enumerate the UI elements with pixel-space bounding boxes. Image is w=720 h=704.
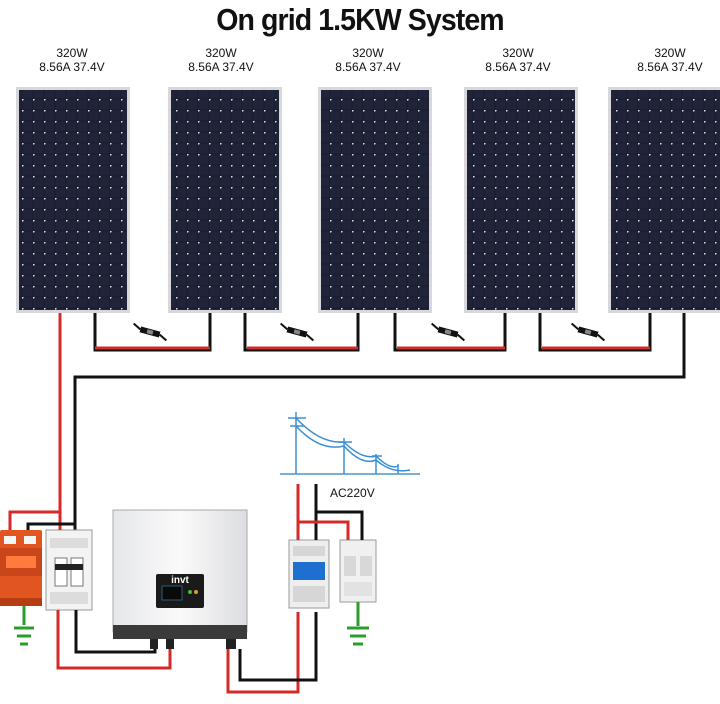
dc-distribution-wiring: [8, 510, 172, 670]
mc4-connector-1: [130, 322, 170, 342]
ac-breaker: [288, 539, 330, 609]
string-output-wiring: [58, 313, 686, 540]
grid-voltage-label: AC220V: [330, 486, 375, 500]
mc4-connector-3: [428, 322, 468, 342]
ac-surge-protector: [339, 539, 377, 603]
solar-panel-2: [168, 87, 282, 313]
solar-panel-5: [608, 87, 720, 313]
dc-breaker: [45, 529, 93, 611]
grid-tie-inverter: invt: [112, 509, 248, 649]
mc4-connector-4: [568, 322, 608, 342]
mc4-connector-2: [277, 322, 317, 342]
solar-panel-3: [318, 87, 432, 313]
utility-grid-icon: [280, 412, 420, 475]
solar-panel-4: [464, 87, 578, 313]
diagram-title: On grid 1.5KW System: [216, 2, 504, 37]
inverter-brand-logo: invt: [171, 575, 189, 586]
grid-wiring: [296, 484, 364, 626]
series-wiring: [93, 313, 652, 352]
dc-surge-protector: [0, 530, 42, 606]
ac-output-wiring: [226, 612, 318, 694]
ac-ground-icon: [347, 626, 369, 646]
dc-ground-icon: [14, 626, 34, 646]
solar-panel-1: [16, 87, 130, 313]
